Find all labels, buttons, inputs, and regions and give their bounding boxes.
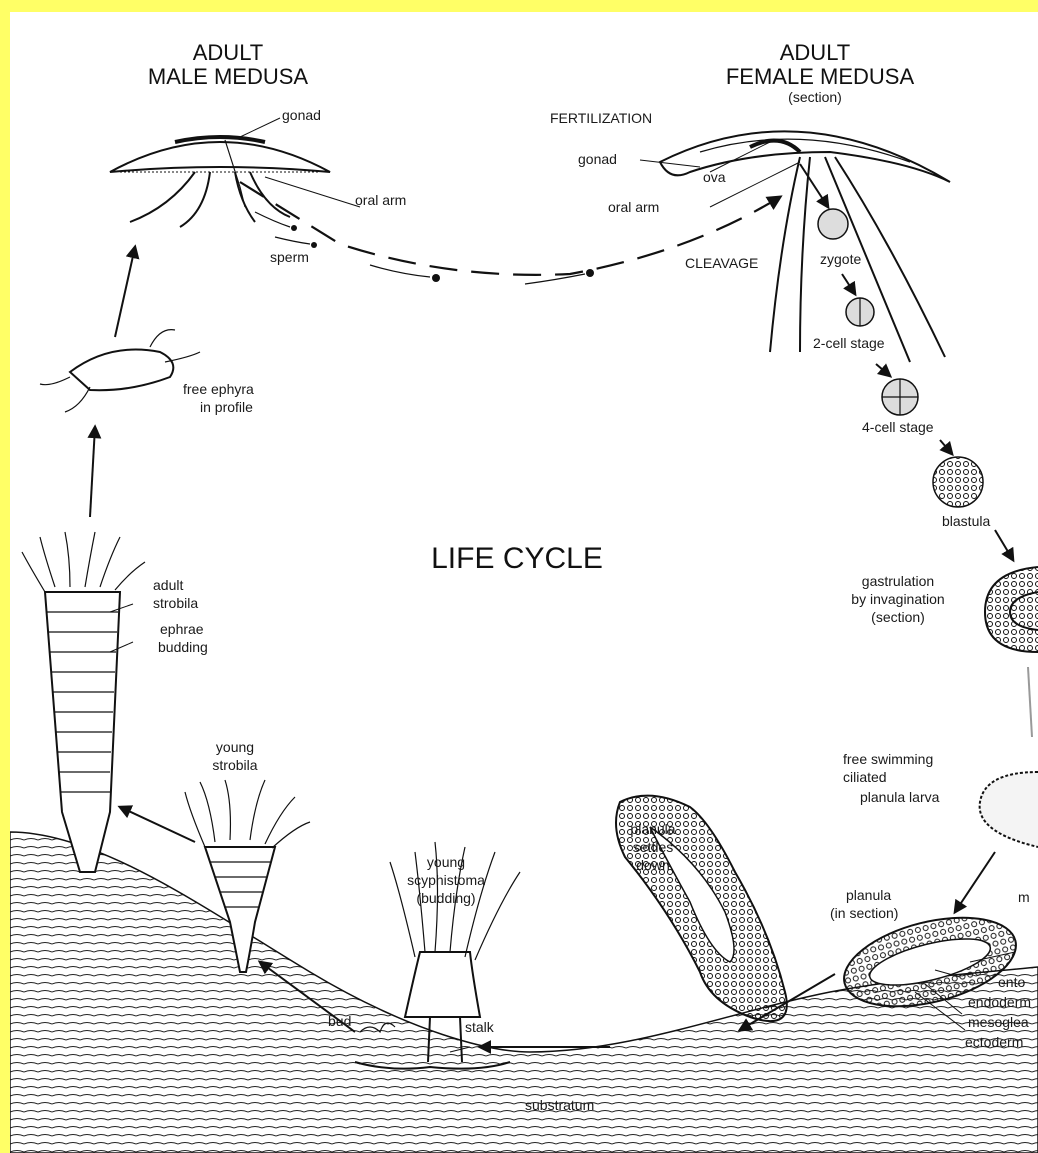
label-ectoderm: ectoderm	[965, 1034, 1023, 1050]
label-ephrae-1: ephrae	[160, 621, 204, 637]
arrow-gastrula	[995, 530, 1013, 560]
arrow-to-larva	[1028, 667, 1032, 737]
female-medusa-section-note: (section)	[788, 89, 842, 105]
label-layer-ento: ento	[998, 974, 1025, 990]
label-oral-arm-male: oral arm	[355, 192, 406, 208]
zygote-cell	[818, 209, 848, 239]
label-gonad-male: gonad	[282, 107, 321, 123]
label-sperm: sperm	[270, 249, 309, 265]
label-planula-larva-2: ciliated	[843, 769, 887, 785]
label-two-cell-stage: 2-cell stage	[813, 335, 885, 351]
label-mesoglea: mesoglea	[968, 1014, 1029, 1030]
two-cell-embryo	[846, 298, 874, 326]
label-scyphistoma-1: young	[427, 854, 465, 870]
label-adult-strobila-2: strobila	[153, 595, 198, 611]
male-medusa-drawing	[110, 137, 330, 227]
diagram-title: LIFE CYCLE	[431, 542, 603, 575]
female-medusa-title-line2: FEMALE MEDUSA	[726, 64, 915, 89]
label-ephyra-1: free ephyra	[183, 381, 254, 397]
label-ephrae-2: budding	[158, 639, 208, 655]
arrow-blastula	[940, 440, 952, 454]
male-medusa-title-line2: MALE MEDUSA	[148, 64, 308, 89]
label-young-strobila-1: young	[216, 739, 254, 755]
sperm-cells	[255, 212, 594, 284]
label-planula-section-2: (in section)	[830, 905, 898, 921]
label-gonad-female: gonad	[578, 151, 617, 167]
label-fertilization: FERTILIZATION	[550, 110, 652, 126]
arrow-to-planula-section	[955, 852, 995, 912]
arrow-to-ephyra	[90, 427, 95, 517]
diagram-paper: ADULT MALE MEDUSA ADULT FEMALE MEDUSA (s…	[10, 12, 1038, 1153]
label-adult-strobila-1: adult	[153, 577, 183, 593]
label-endoderm: endoderm	[968, 994, 1031, 1010]
label-gastrulation-1: gastrulation	[862, 573, 934, 589]
label-cleavage: CLEAVAGE	[685, 255, 758, 271]
label-young-strobila-2: strobila	[212, 757, 257, 773]
four-cell-embryo	[882, 379, 918, 415]
label-settles-3: down	[636, 857, 669, 873]
label-stalk: stalk	[465, 1019, 495, 1035]
label-scyphistoma-3: (budding)	[416, 890, 475, 906]
label-settles-2: settles	[633, 839, 673, 855]
gastrula-embryo	[985, 567, 1038, 652]
label-planula-section-1: planula	[846, 887, 891, 903]
label-planula-larva-3: planula larva	[860, 789, 940, 805]
arrow-zygote	[800, 164, 828, 207]
label-ephyra-2: in profile	[200, 399, 253, 415]
label-settles-1: planula	[630, 821, 675, 837]
free-ephyra	[40, 330, 200, 412]
label-blastula: blastula	[942, 513, 990, 529]
label-four-cell-stage: 4-cell stage	[862, 419, 934, 435]
label-substratum: substratum	[525, 1097, 594, 1113]
arrow-to-male-medusa	[115, 247, 135, 337]
adult-strobila	[22, 532, 145, 872]
planula-larva	[980, 772, 1038, 847]
label-scyphistoma-2: scyphistoma	[407, 872, 485, 888]
life-cycle-diagram: ADULT MALE MEDUSA ADULT FEMALE MEDUSA (s…	[10, 12, 1038, 1153]
female-medusa-title-line1: ADULT	[780, 40, 851, 65]
label-oral-arm-female: oral arm	[608, 199, 659, 215]
label-bud: bud	[328, 1013, 351, 1029]
arrow-two-cell	[842, 274, 855, 294]
label-ova: ova	[703, 169, 726, 185]
label-gastrulation-2: by invagination	[851, 591, 944, 607]
label-layer-edge: m	[1018, 889, 1030, 905]
label-zygote: zygote	[820, 251, 861, 267]
arrow-to-adult-strobila	[120, 807, 195, 842]
label-planula-larva-1: free swimming	[843, 751, 933, 767]
blastula-embryo	[933, 457, 983, 507]
female-medusa-drawing	[660, 131, 950, 362]
male-medusa-title-line1: ADULT	[193, 40, 264, 65]
arrow-four-cell	[876, 364, 890, 376]
label-gastrulation-3: (section)	[871, 609, 925, 625]
